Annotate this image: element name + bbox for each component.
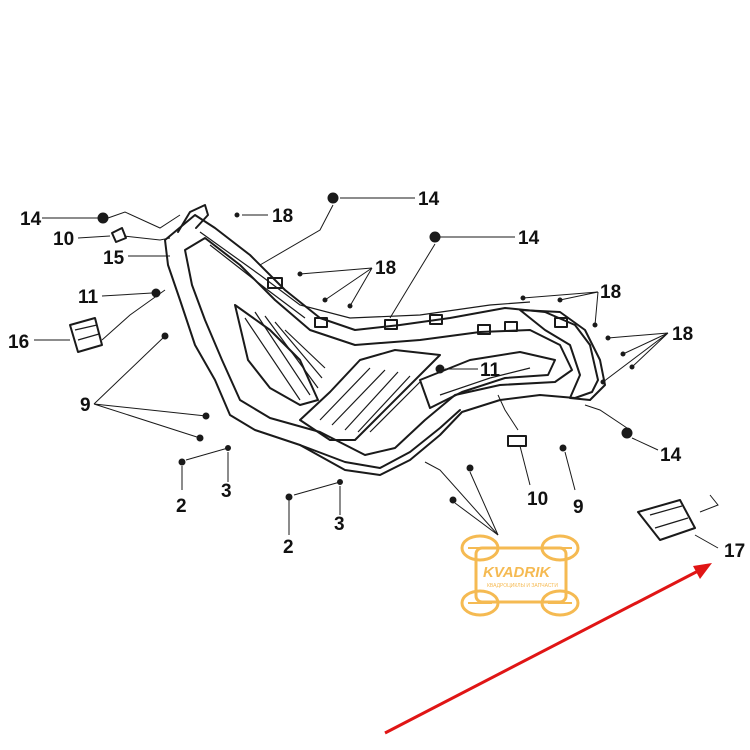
leader-lines <box>34 197 719 549</box>
callout-3: 3 <box>334 514 345 535</box>
part-17-bracket <box>637 499 696 541</box>
red-pointer-arrow <box>384 563 712 735</box>
callout-2: 2 <box>176 496 187 517</box>
part-16-bracket <box>69 317 103 353</box>
fasteners <box>97 192 635 504</box>
callout-16: 16 <box>8 332 29 353</box>
callout-3: 3 <box>221 481 232 502</box>
callout-18: 18 <box>375 258 396 279</box>
callout-15: 15 <box>103 248 125 269</box>
watermark-tagline: КВАДРОЦИКЛЫ И ЗАПЧАСТИ <box>487 583 558 589</box>
part-10-pad-bottom <box>507 435 527 447</box>
callout-10: 10 <box>527 489 548 510</box>
callout-14: 14 <box>518 228 540 249</box>
callout-14: 14 <box>418 189 440 210</box>
front-frame-assembly <box>164 204 606 476</box>
callout-18: 18 <box>600 282 621 303</box>
callout-14: 14 <box>660 445 682 466</box>
callout-14: 14 <box>20 209 42 230</box>
callout-9: 9 <box>80 395 91 416</box>
callout-labels: 14 10 15 11 16 9 2 3 2 3 14 18 14 18 18 … <box>8 189 745 562</box>
callout-18: 18 <box>672 324 693 345</box>
watermark-brand: KVADRIK <box>483 564 551 581</box>
kvadrik-watermark-logo: KVADRIK КВАДРОЦИКЛЫ И ЗАПЧАСТИ <box>460 534 580 617</box>
callout-18: 18 <box>272 206 293 227</box>
callout-10: 10 <box>53 229 74 250</box>
callout-11: 11 <box>480 360 501 381</box>
callout-2: 2 <box>283 537 294 558</box>
part-10-pad-top <box>111 227 127 243</box>
callout-11: 11 <box>78 287 99 308</box>
callout-9: 9 <box>573 497 584 518</box>
callout-17: 17 <box>724 541 745 562</box>
